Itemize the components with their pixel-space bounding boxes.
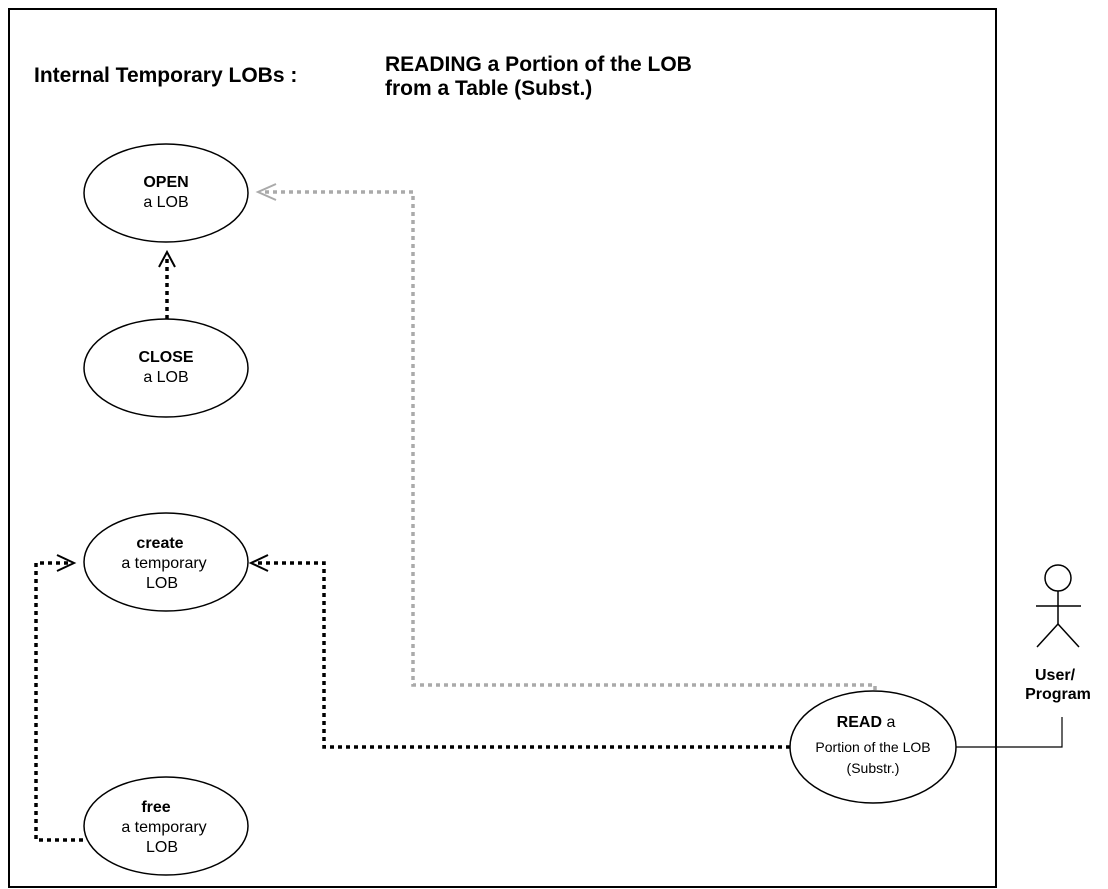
use-case-create: create a temporary LOB bbox=[83, 512, 249, 612]
use-case-free: free a temporary LOB bbox=[83, 776, 249, 876]
actor-label-line1: User/ bbox=[1035, 667, 1076, 684]
actor-user-program bbox=[1036, 564, 1081, 648]
system-boundary bbox=[8, 8, 997, 888]
use-case-close-text: a LOB bbox=[143, 369, 188, 386]
actor-association-line bbox=[956, 717, 1063, 748]
use-case-free-bold: free bbox=[141, 799, 170, 816]
use-case-create-line1: a temporary bbox=[121, 555, 206, 572]
use-case-open-text: a LOB bbox=[143, 194, 188, 211]
use-case-create-line2: LOB bbox=[146, 575, 178, 592]
actor-label-line2: Program bbox=[1025, 686, 1091, 703]
diagram-title-line2: from a Table (Subst.) bbox=[385, 77, 592, 100]
read-to-open-connector bbox=[262, 190, 877, 690]
use-case-read-label: READ a bbox=[837, 714, 896, 731]
use-case-free-line1: a temporary bbox=[121, 819, 206, 836]
actor-head bbox=[1044, 564, 1072, 592]
use-case-close-bold: CLOSE bbox=[138, 349, 193, 366]
diagram-title-prefix: Internal Temporary LOBs : bbox=[34, 64, 297, 87]
use-case-open: OPEN a LOB bbox=[83, 143, 249, 243]
use-case-create-bold: create bbox=[136, 535, 183, 552]
free-to-create-connector bbox=[34, 561, 83, 842]
diagram-title-line1: READING a Portion of the LOB bbox=[385, 53, 692, 76]
read-to-open-arrowhead bbox=[255, 183, 277, 201]
use-case-read-bold: READ bbox=[837, 714, 882, 731]
free-to-create-arrowhead bbox=[56, 554, 77, 572]
read-to-create-connector bbox=[255, 561, 790, 749]
use-case-open-bold: OPEN bbox=[143, 174, 188, 191]
actor-right-leg bbox=[1057, 623, 1080, 648]
actor-left-leg bbox=[1036, 623, 1059, 648]
use-case-close: CLOSE a LOB bbox=[83, 318, 249, 418]
use-case-read: READ a Portion of the LOB (Substr.) bbox=[789, 690, 957, 804]
use-case-read-line1: Portion of the LOB bbox=[815, 739, 930, 755]
use-case-read-bold-suffix: a bbox=[882, 714, 895, 731]
read-to-create-arrowhead bbox=[248, 554, 269, 572]
use-case-read-line2: (Substr.) bbox=[847, 760, 900, 776]
close-to-open-arrowhead bbox=[158, 249, 176, 268]
use-case-free-line2: LOB bbox=[146, 839, 178, 856]
